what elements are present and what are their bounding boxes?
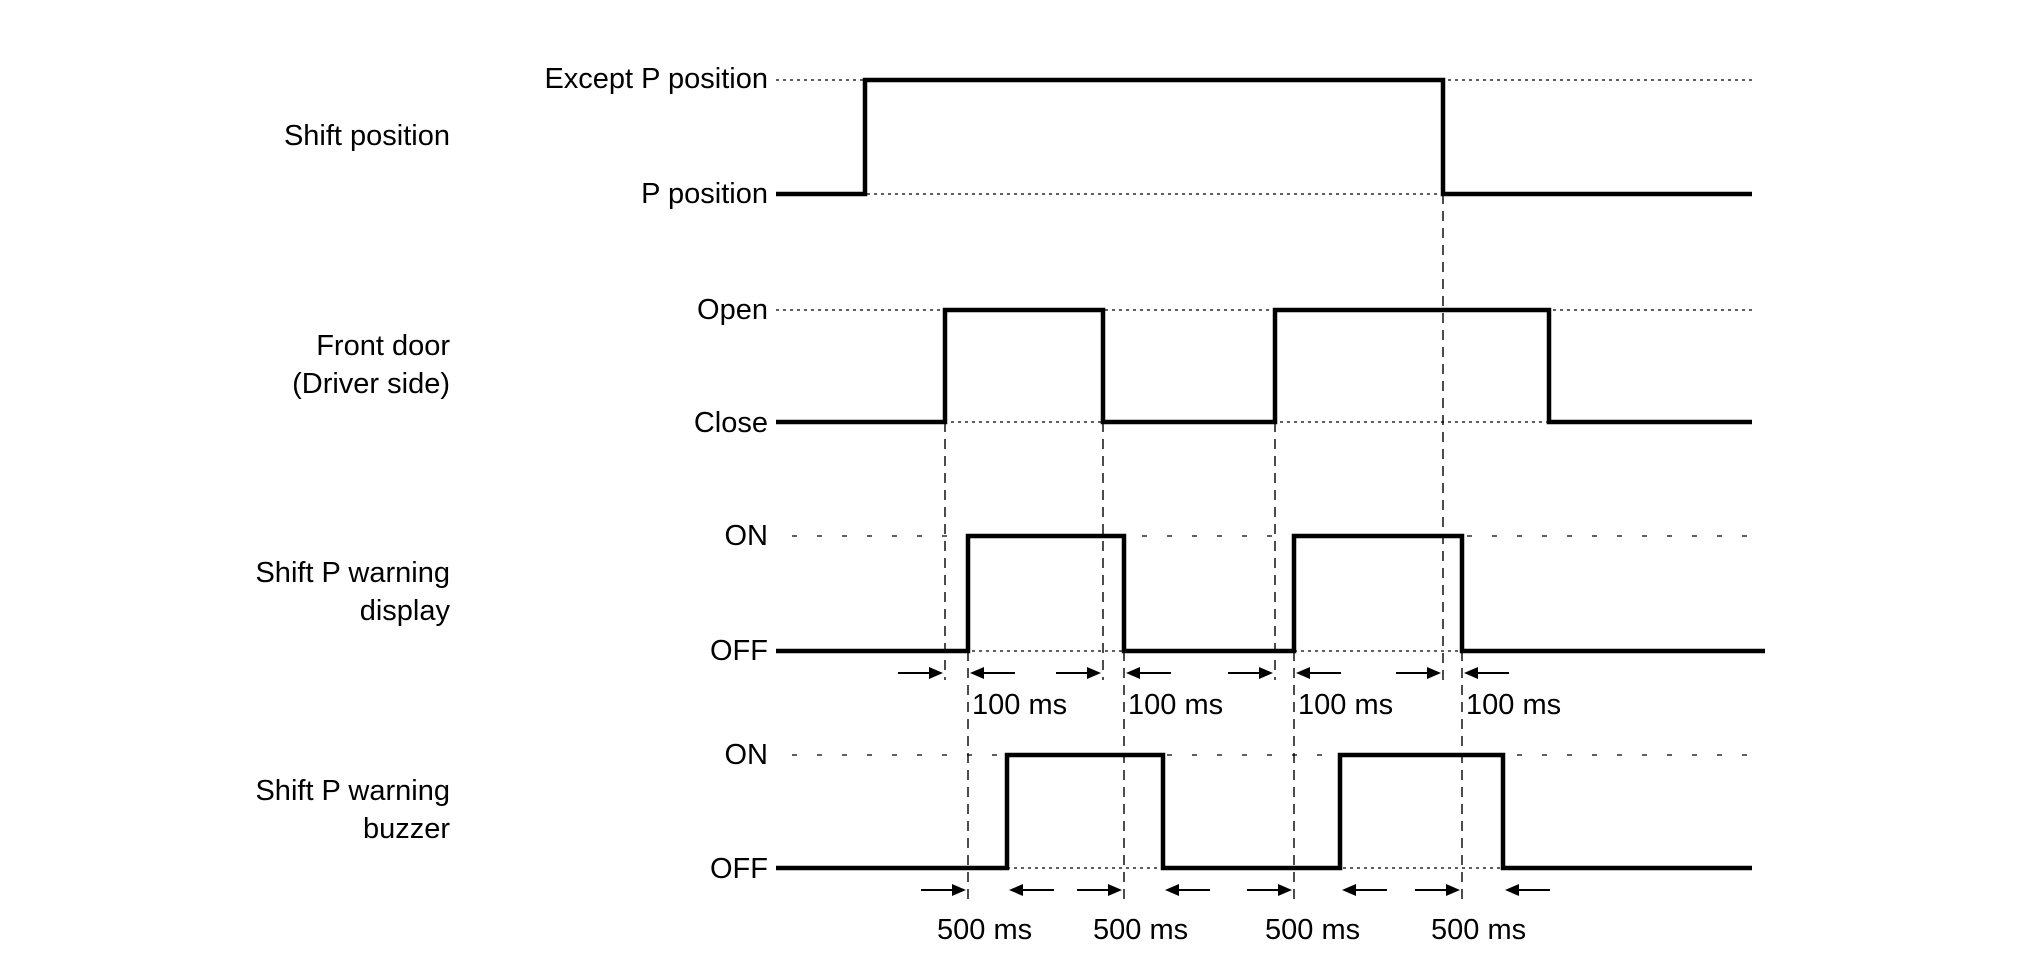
signal-label-display-line1: Shift P warning [255, 557, 450, 589]
delay-arrow-buzzer-4-out-head [1505, 884, 1519, 896]
delay-arrow-display-4-in-head [1427, 667, 1441, 679]
delay-arrow-buzzer-1-in-head [952, 884, 966, 896]
signal-label-display-line2: display [360, 595, 451, 627]
delay-arrow-display-2-in-head [1087, 667, 1101, 679]
signal-label-buzzer-line2: buzzer [363, 813, 450, 845]
waveform-shift-position [776, 77, 1752, 197]
delay-arrow-buzzer-1-out-head [1009, 884, 1023, 896]
delay-arrow-display-3-in-head [1259, 667, 1273, 679]
level-label-shift-low: P position [641, 178, 768, 210]
signal-label-door-line1: Front door [316, 330, 450, 362]
delay-label-display-1: 100 ms [972, 689, 1067, 721]
signal-label-buzzer-line1: Shift P warning [255, 775, 450, 807]
delay-label-buzzer-1: 500 ms [937, 914, 1032, 946]
waveform-warning-buzzer [776, 752, 1752, 871]
delay-arrow-display-4-out-head [1464, 667, 1478, 679]
delay-arrow-display-2-out-head [1126, 667, 1140, 679]
delay-label-display-4: 100 ms [1466, 689, 1561, 721]
level-label-shift-high: Except P position [544, 63, 768, 95]
signal-label-door-line2: (Driver side) [292, 368, 450, 400]
signal-label-shift: Shift position [284, 120, 450, 152]
delay-arrow-buzzer-2-out-head [1165, 884, 1179, 896]
delay-label-buzzer-2: 500 ms [1093, 914, 1188, 946]
level-label-display-low: OFF [710, 635, 768, 667]
delay-arrow-buzzer-4-in-head [1446, 884, 1460, 896]
level-label-door-high: Open [697, 294, 768, 326]
delay-arrow-buzzer-2-in-head [1108, 884, 1122, 896]
delay-label-display-3: 100 ms [1298, 689, 1393, 721]
delay-arrow-buzzer-3-in-head [1278, 884, 1292, 896]
level-label-buzzer-high: ON [725, 739, 769, 771]
delay-label-buzzer-4: 500 ms [1431, 914, 1526, 946]
level-label-buzzer-low: OFF [710, 853, 768, 885]
delay-arrow-display-3-out-head [1296, 667, 1310, 679]
delay-label-display-2: 100 ms [1128, 689, 1223, 721]
delay-arrow-display-1-out-head [970, 667, 984, 679]
delay-arrow-display-1-in-head [929, 667, 943, 679]
level-label-door-low: Close [694, 407, 768, 439]
waveform-warning-display [776, 533, 1765, 654]
delay-arrow-buzzer-3-out-head [1342, 884, 1356, 896]
delay-label-buzzer-3: 500 ms [1265, 914, 1360, 946]
waveform-front-door [776, 307, 1752, 425]
level-label-display-high: ON [725, 520, 769, 552]
